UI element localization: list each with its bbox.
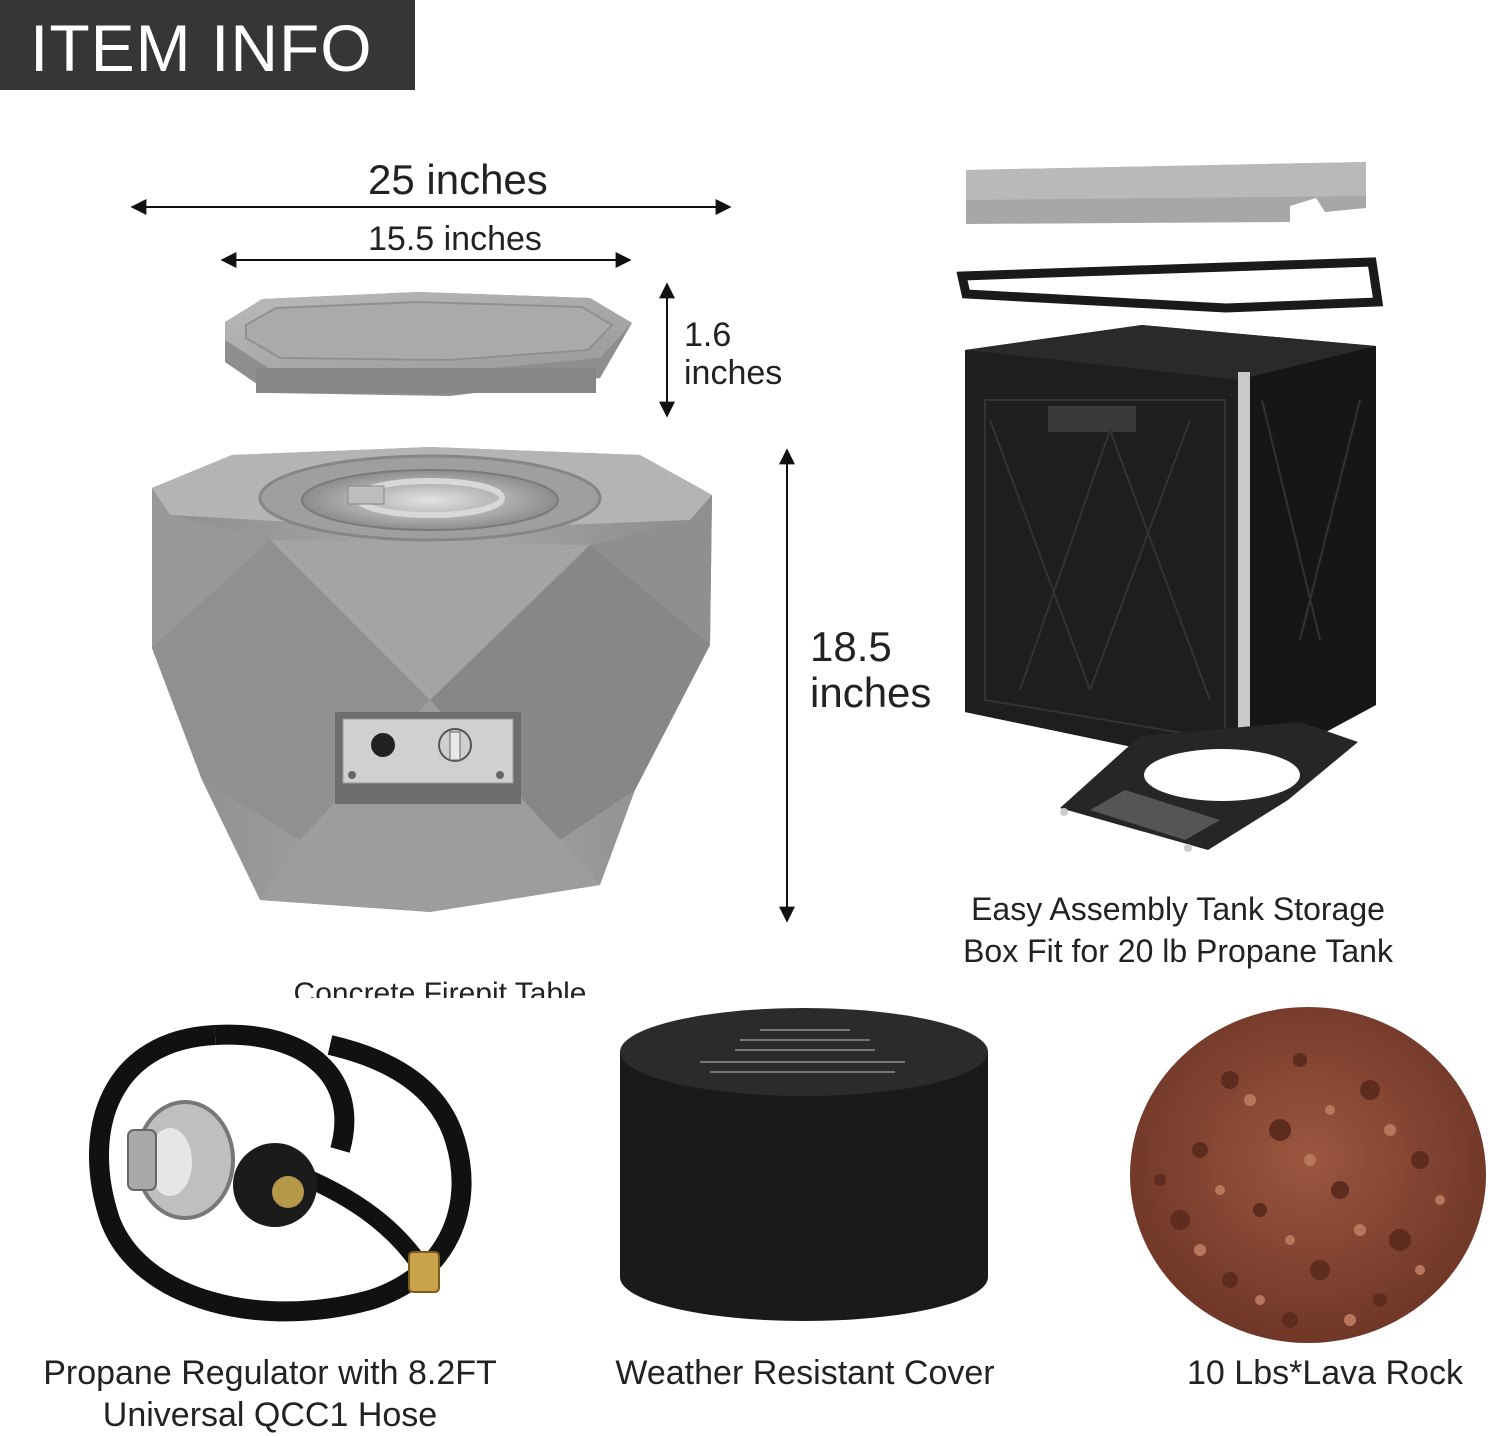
body-height-value: 18.5	[810, 623, 892, 670]
body-height-unit: inches	[810, 669, 932, 716]
firepit-lid	[225, 292, 632, 396]
tank-box-caption-line2: Box Fit for 20 lb Propane Tank	[963, 933, 1393, 969]
regulator-caption-line2: Universal QCC1 Hose	[102, 1396, 438, 1434]
inner-width-label: 15.5 inches	[368, 220, 542, 258]
regulator-hose	[89, 1024, 472, 1322]
firepit-caption: Concrete Firepit Table	[293, 978, 587, 998]
body-height-label: 18.5 inches	[810, 624, 931, 716]
regulator-caption: Propane Regulator with 8.2FT Universal Q…	[10, 1352, 530, 1436]
lava-rock-pile	[1130, 1007, 1486, 1343]
lid-height-value: 1.6	[684, 316, 732, 354]
lid-height-unit: inches	[684, 354, 783, 392]
outer-width-label: 25 inches	[368, 156, 548, 203]
tank-box-frame	[956, 257, 1384, 313]
tank-box-caption-line1: Easy Assembly Tank Storage	[971, 891, 1385, 927]
item-info-banner: ITEM INFO	[0, 0, 415, 90]
firepit-body	[152, 447, 712, 912]
lava-rock-caption: 10 Lbs*Lava Rock	[1187, 1354, 1463, 1392]
tank-box-base	[1060, 722, 1358, 852]
lid-height-label: 1.6 inches	[684, 316, 782, 392]
firepit-caption-clip: Concrete Firepit Table	[240, 978, 640, 998]
cover-caption: Weather Resistant Cover	[615, 1354, 995, 1392]
tank-box-caption: Easy Assembly Tank Storage Box Fit for 2…	[928, 888, 1428, 972]
tank-box-body	[965, 325, 1376, 772]
tank-box-lid	[966, 162, 1366, 224]
regulator-caption-line1: Propane Regulator with 8.2FT	[43, 1354, 497, 1392]
weather-cover	[620, 1008, 988, 1321]
